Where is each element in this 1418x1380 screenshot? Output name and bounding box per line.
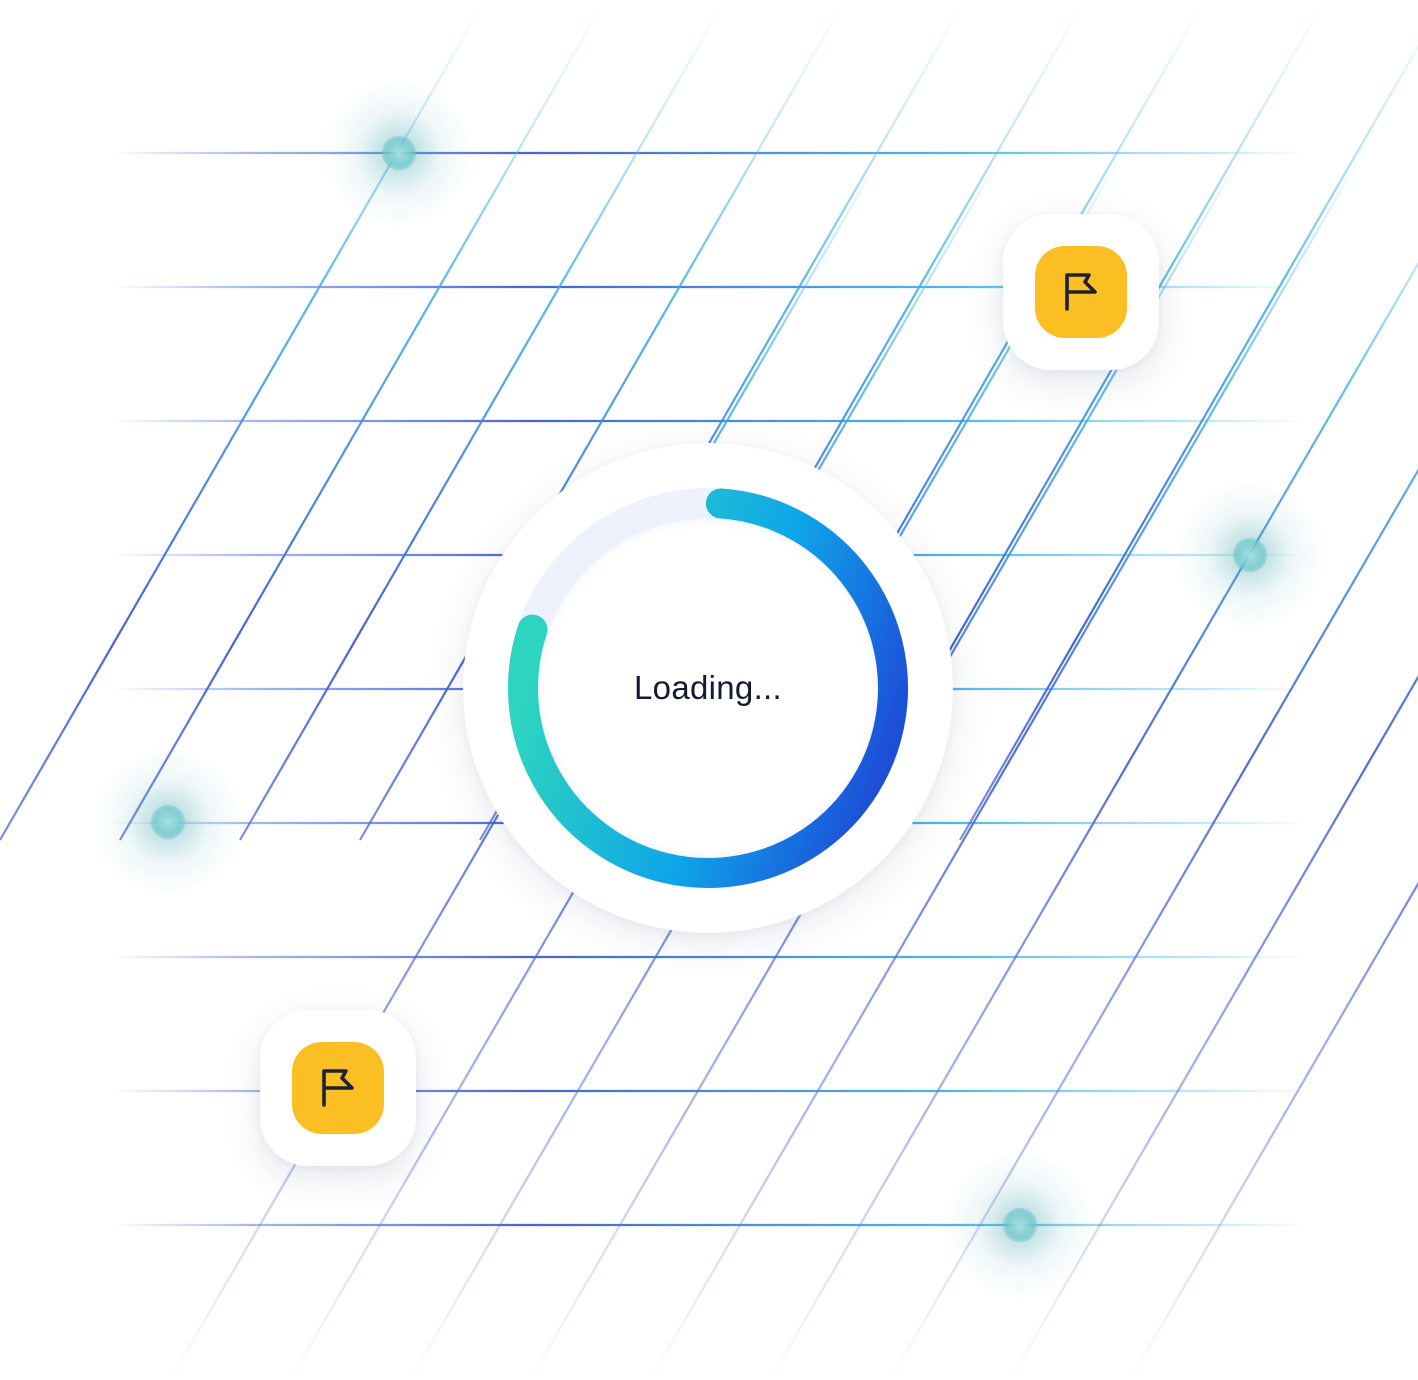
- grid-diagonal-line: [959, 44, 1418, 841]
- flag-button[interactable]: [1035, 246, 1127, 338]
- grid-diagonal-line: [769, 261, 1418, 1380]
- loading-indicator: Loading...: [463, 443, 953, 933]
- progress-ring: [508, 488, 908, 888]
- flag-badge-bottom-left[interactable]: [260, 1010, 416, 1166]
- flag-icon: [322, 1069, 354, 1107]
- grid-diagonal-line: [649, 139, 1371, 1380]
- flag-badge-top-right[interactable]: [1003, 214, 1159, 370]
- grid-node-glow: [93, 747, 243, 897]
- grid-node-glow: [1175, 480, 1325, 630]
- flag-icon: [1065, 273, 1097, 311]
- grid-diagonal-line: [1129, 881, 1418, 1380]
- grid-diagonal-line: [119, 0, 606, 841]
- grid-diagonal-line: [239, 0, 726, 841]
- progress-ring-arc: [508, 488, 908, 888]
- grid-diagonal-line: [359, 0, 846, 841]
- grid-diagonal-line: [1009, 675, 1418, 1380]
- grid-node-glow: [324, 78, 474, 228]
- flag-button[interactable]: [292, 1042, 384, 1134]
- grid-node-glow: [945, 1150, 1095, 1300]
- loading-label: Loading...: [634, 669, 782, 706]
- loading-indicator-inner: [539, 519, 877, 857]
